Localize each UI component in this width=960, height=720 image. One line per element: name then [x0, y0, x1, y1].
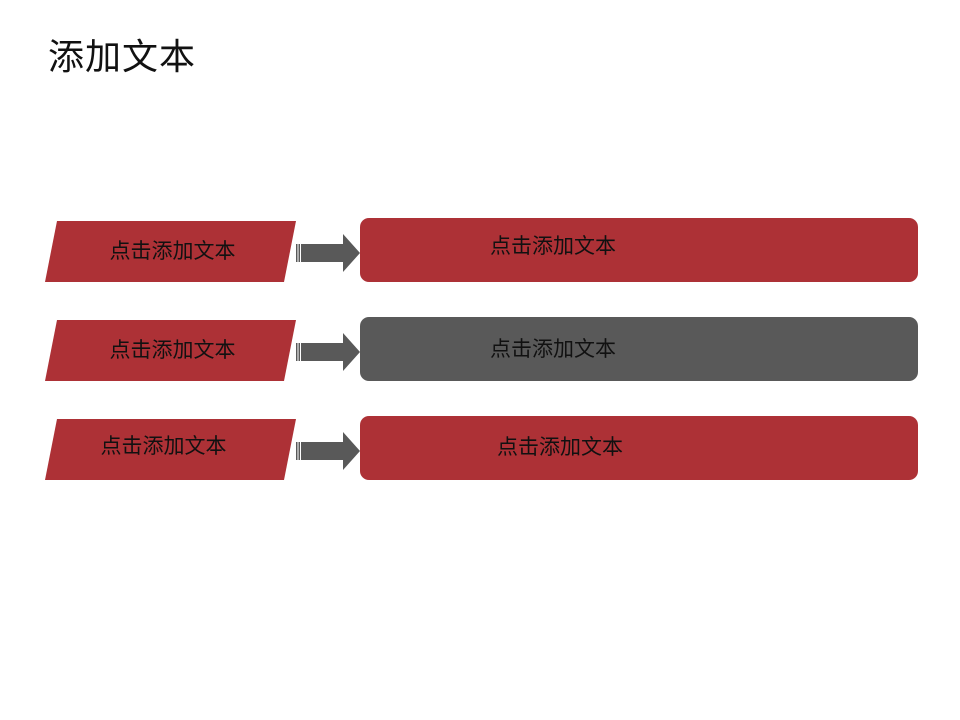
- flow-row-2: 点击添加文本 点击添加文本: [0, 317, 960, 381]
- left-label-1: 点击添加文本: [109, 239, 236, 263]
- parallelogram-shape: [45, 419, 296, 480]
- flow-row-1: 点击添加文本 点击添加文本: [0, 218, 960, 282]
- right-arrow-icon: [296, 333, 360, 371]
- right-label-3: 点击添加文本: [497, 435, 623, 459]
- flow-row-3: 点击添加文本 点击添加文本: [0, 416, 960, 480]
- right-arrow-icon: [296, 234, 360, 272]
- left-parallelogram-1[interactable]: 点击添加文本: [45, 221, 296, 282]
- right-arrow-icon: [296, 432, 360, 470]
- left-label-2: 点击添加文本: [109, 338, 236, 362]
- right-box-1[interactable]: 点击添加文本: [360, 218, 918, 282]
- slide-title[interactable]: 添加文本: [48, 37, 197, 78]
- parallelogram-shape: [45, 320, 296, 381]
- left-label-3: 点击添加文本: [100, 434, 227, 458]
- right-label-1: 点击添加文本: [490, 234, 616, 258]
- left-parallelogram-2[interactable]: 点击添加文本: [45, 320, 296, 381]
- left-parallelogram-3[interactable]: 点击添加文本: [45, 419, 296, 480]
- right-label-2: 点击添加文本: [490, 337, 616, 361]
- right-box-3[interactable]: 点击添加文本: [360, 416, 918, 480]
- parallelogram-shape: [45, 221, 296, 282]
- right-box-2[interactable]: 点击添加文本: [360, 317, 918, 381]
